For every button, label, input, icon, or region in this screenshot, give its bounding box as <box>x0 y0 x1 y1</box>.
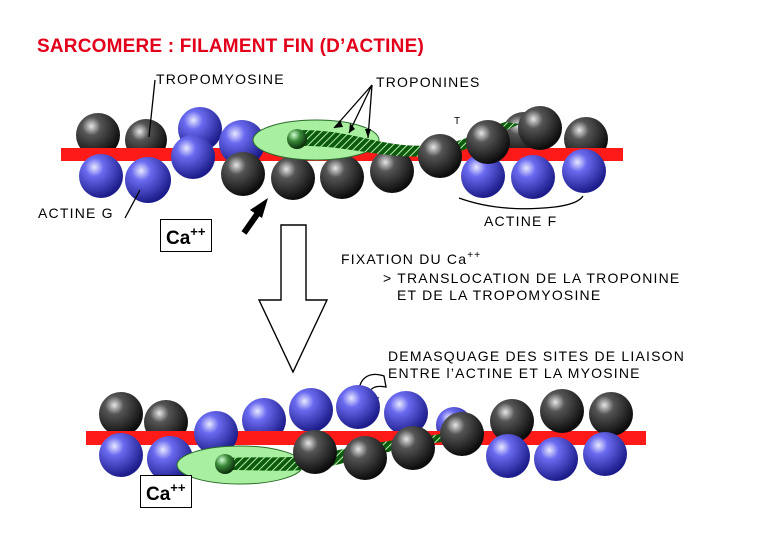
actin-ball <box>271 156 315 200</box>
transition-arrow <box>257 224 329 374</box>
calcium-symbol: Ca <box>146 484 171 505</box>
actin-ball <box>99 433 143 477</box>
actine-f-brace <box>458 195 584 210</box>
calcium-box-top: Ca++ <box>160 219 213 252</box>
actin-ball <box>466 120 510 164</box>
actin-ball <box>76 113 120 157</box>
actin-ball <box>320 155 364 199</box>
actin-ball <box>221 152 265 196</box>
calcium-box-bottom: Ca++ <box>140 475 193 508</box>
actin-ball <box>219 120 265 166</box>
diagram-title: SARCOMERE : FILAMENT FIN (D’ACTINE) <box>37 36 424 57</box>
arrowhead <box>334 120 343 128</box>
actin-ball <box>79 154 123 198</box>
fixation-charge: ++ <box>467 250 482 261</box>
actin-ball <box>289 388 333 432</box>
actine-g-label: ACTINE G <box>38 205 114 221</box>
actin-ball <box>343 436 387 480</box>
demasquage-line1: DEMASQUAGE DES SITES DE LIAISON <box>388 348 686 364</box>
translocation-text-1: TRANSLOCATION DE LA TROPONINE <box>397 270 681 286</box>
troponin-ball <box>287 129 307 149</box>
actin-ball <box>461 154 505 198</box>
troponin-ball <box>215 454 235 474</box>
actin-ball <box>490 399 534 443</box>
actin-ball <box>125 157 171 203</box>
actin-ball <box>534 437 578 481</box>
actin-ball <box>171 135 215 179</box>
actin-ball <box>194 411 238 455</box>
actin-ball <box>518 106 562 150</box>
troponines-pointer <box>348 84 373 134</box>
actin-ball <box>440 412 484 456</box>
arrowhead <box>349 123 355 133</box>
pointer-lines-top <box>124 79 584 219</box>
translocation-line2: ET DE LA TROPOMYOSINE <box>397 287 602 303</box>
troponines-label: TROPONINES <box>376 74 481 90</box>
actin-ball <box>511 155 555 199</box>
actin-ball <box>540 389 584 433</box>
tropomyosine-pointer <box>148 79 156 138</box>
actin-ball <box>370 149 414 193</box>
actin-ball <box>583 432 627 476</box>
calcium-symbol: Ca <box>166 228 191 249</box>
actin-ball <box>391 426 435 470</box>
actin-ball <box>589 392 633 436</box>
actin-ball <box>562 149 606 193</box>
actine-g-pointer <box>124 189 141 219</box>
filament-top <box>61 106 623 203</box>
fixation-label: FIXATION DU Ca++ <box>341 250 481 267</box>
translocation-line1: > TRANSLOCATION DE LA TROPONINE <box>383 270 680 286</box>
arrow-glyph: > <box>383 270 393 286</box>
actin-ball <box>293 430 337 474</box>
actin-ball <box>418 134 462 178</box>
actin-ball <box>99 392 143 436</box>
actin-ball <box>336 385 380 429</box>
actin-ball <box>486 434 530 478</box>
calcium-arrow <box>241 198 268 235</box>
t-mark-label: T <box>454 116 461 127</box>
filament-bottom <box>86 385 646 485</box>
fixation-text: FIXATION DU Ca <box>341 251 468 267</box>
tropomyosin-strand <box>300 122 520 157</box>
demasquage-line2: ENTRE l’ACTINE ET LA MYOSINE <box>388 365 641 381</box>
calcium-charge: ++ <box>170 480 186 495</box>
actine-f-label: ACTINE F <box>484 213 558 229</box>
calcium-charge: ++ <box>190 224 206 239</box>
arrowhead <box>365 129 371 138</box>
actin-ball <box>384 391 428 435</box>
tropomyosine-label: TROPOMYOSINE <box>156 71 285 87</box>
